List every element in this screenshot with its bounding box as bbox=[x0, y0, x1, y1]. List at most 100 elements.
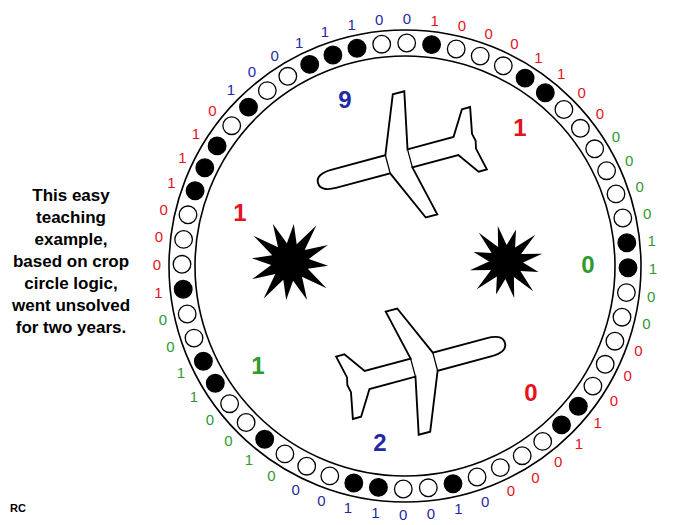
crop-dot bbox=[195, 353, 213, 371]
bit-digit: 1 bbox=[534, 50, 542, 65]
explosion bbox=[470, 226, 542, 298]
crop-dot bbox=[447, 40, 465, 58]
bit-digit: 0 bbox=[623, 368, 631, 383]
bit-digit: 1 bbox=[347, 16, 355, 31]
bit-digit: 0 bbox=[510, 36, 518, 51]
bit-digit: 0 bbox=[427, 505, 435, 520]
airplane bbox=[301, 76, 495, 242]
crop-dot bbox=[596, 356, 614, 374]
crop-dot bbox=[444, 475, 462, 493]
crop-dot bbox=[324, 46, 342, 64]
crop-dot bbox=[301, 56, 319, 74]
crop-dot bbox=[185, 329, 203, 347]
segment-number: 2 bbox=[373, 431, 386, 455]
crop-dot bbox=[618, 234, 636, 252]
crop-dot bbox=[179, 206, 197, 224]
crop-dot bbox=[584, 377, 602, 395]
crop-dot bbox=[348, 39, 366, 57]
bit-digit: 1 bbox=[647, 233, 655, 248]
author-mark: RC bbox=[10, 503, 26, 514]
bit-digit: 0 bbox=[643, 205, 651, 220]
bit-digit: 0 bbox=[485, 25, 493, 40]
explosions bbox=[252, 224, 542, 300]
crop-dot bbox=[468, 468, 486, 486]
bit-digit: 0 bbox=[317, 492, 325, 507]
bit-digit: 0 bbox=[531, 470, 539, 485]
crop-dot bbox=[207, 374, 225, 392]
crop-dot bbox=[555, 101, 573, 119]
bit-digit: 1 bbox=[344, 500, 352, 515]
crop-dot bbox=[175, 231, 193, 249]
bit-digit: 0 bbox=[636, 178, 644, 193]
bit-digit: 1 bbox=[321, 24, 329, 39]
crop-dot bbox=[196, 159, 214, 177]
segment-number: 0 bbox=[524, 381, 537, 405]
crop-dot bbox=[173, 255, 191, 273]
crop-dot bbox=[606, 332, 624, 350]
crop-dot bbox=[537, 84, 555, 102]
airplane bbox=[328, 284, 522, 450]
bit-digit: 1 bbox=[227, 82, 235, 97]
crop-dot bbox=[186, 182, 204, 200]
crop-dot bbox=[276, 445, 294, 463]
crop-dot bbox=[298, 457, 316, 475]
crop-dot bbox=[398, 34, 416, 52]
crop-dot bbox=[572, 120, 590, 138]
bit-digit: 1 bbox=[177, 364, 185, 379]
segment-number: 9 bbox=[338, 88, 351, 112]
bit-digit: 1 bbox=[245, 451, 253, 466]
outer-ring bbox=[169, 30, 641, 502]
bit-digit: 0 bbox=[403, 11, 411, 26]
crop-dot bbox=[420, 479, 438, 497]
crop-dot bbox=[423, 36, 441, 54]
caption-note: This easy teaching example, based on cro… bbox=[10, 185, 132, 339]
bit-digit: 1 bbox=[430, 12, 438, 27]
segment-number: 1 bbox=[233, 201, 246, 225]
bit-digit: 0 bbox=[596, 105, 604, 120]
crop-dot bbox=[618, 284, 636, 302]
bit-digit: 0 bbox=[612, 128, 620, 143]
crop-dot bbox=[240, 98, 258, 116]
crop-dot bbox=[395, 480, 413, 498]
crop-dot bbox=[614, 209, 632, 227]
bit-digit: 0 bbox=[625, 153, 633, 168]
crop-dot bbox=[492, 459, 510, 477]
crop-dot bbox=[534, 433, 552, 451]
crop-dot bbox=[513, 447, 531, 465]
segment-number: 1 bbox=[251, 354, 264, 378]
bit-digit: 0 bbox=[458, 17, 466, 32]
segment-number: 1 bbox=[513, 116, 526, 140]
bit-digit: 1 bbox=[295, 34, 303, 49]
crop-dot bbox=[259, 82, 277, 100]
bit-digit: 1 bbox=[594, 415, 602, 430]
bit-digit: 0 bbox=[224, 433, 232, 448]
crop-dot bbox=[598, 162, 616, 180]
bit-digit: 0 bbox=[292, 481, 300, 496]
crop-dot bbox=[495, 57, 513, 75]
bit-digit: 1 bbox=[178, 149, 186, 164]
bit-digit: 0 bbox=[481, 493, 489, 508]
bit-digit: 0 bbox=[267, 468, 275, 483]
crop-dot bbox=[256, 431, 274, 449]
crop-dot bbox=[370, 479, 388, 497]
bit-digit: 0 bbox=[642, 316, 650, 331]
crop-dot bbox=[619, 259, 637, 277]
crop-dot bbox=[208, 137, 226, 155]
bit-digit: 0 bbox=[554, 454, 562, 469]
bit-digit: 1 bbox=[192, 125, 200, 140]
bit-digit: 1 bbox=[454, 501, 462, 516]
crop-dot bbox=[516, 69, 534, 87]
bit-digit: 0 bbox=[375, 12, 383, 27]
bit-digit: 0 bbox=[153, 257, 161, 272]
bit-digit: 0 bbox=[647, 288, 655, 303]
crop-dot bbox=[321, 467, 339, 485]
crop-dot bbox=[586, 140, 604, 158]
crop-dot bbox=[553, 416, 571, 434]
crop-dot bbox=[178, 305, 196, 323]
segment-number: 0 bbox=[581, 253, 594, 277]
bit-digit: 1 bbox=[575, 435, 583, 450]
crop-dot bbox=[221, 395, 239, 413]
crop-dot bbox=[237, 414, 255, 432]
bit-digit: 0 bbox=[507, 483, 515, 498]
crop-dot bbox=[174, 281, 192, 299]
